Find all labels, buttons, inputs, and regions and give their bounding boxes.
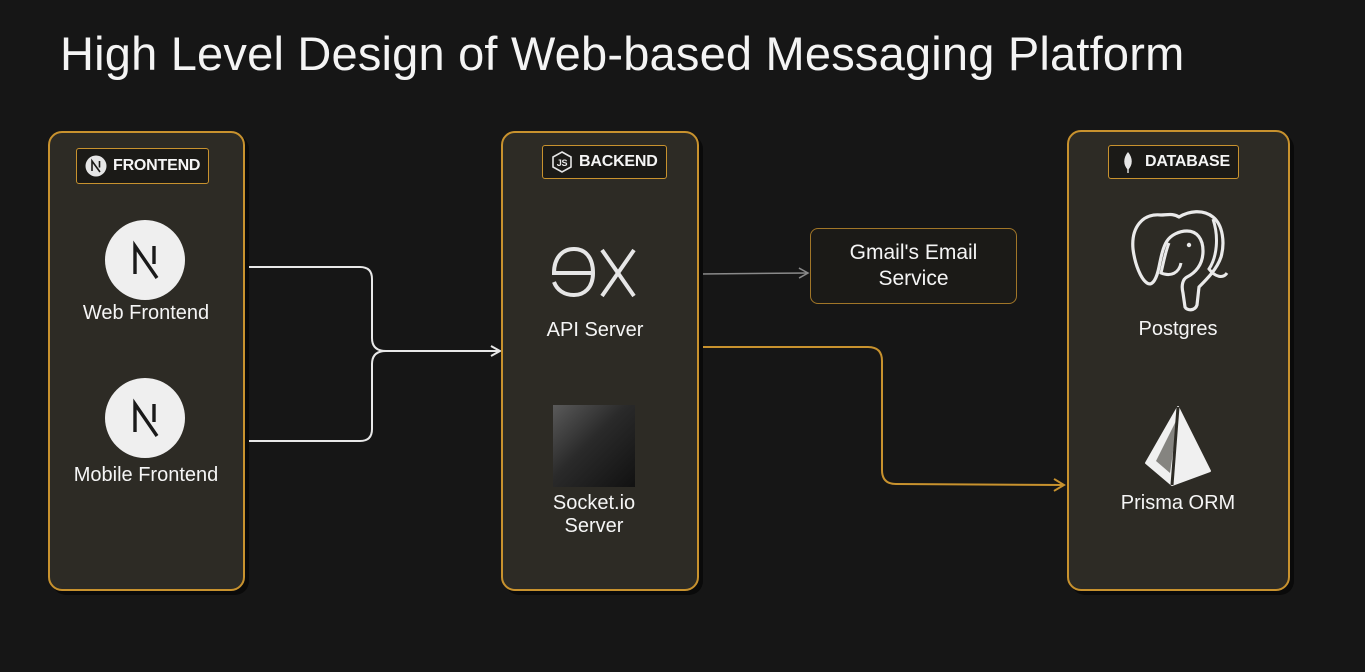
database-badge-label: DATABASE [1145,153,1230,170]
nodejs-icon: JS [551,151,573,173]
web-to-api-connector [246,266,500,351]
backend-panel [501,131,699,591]
svg-text:JS: JS [557,158,568,168]
email-service-line1: Gmail's Email [849,241,978,264]
frontend-badge: FRONTEND [76,148,210,184]
frontend-badge-label: FRONTEND [113,157,201,174]
api-to-email-connector [699,267,810,279]
database-panel [1067,130,1290,591]
web-frontend-label: Web Frontend [82,302,210,324]
express-logo-icon [548,232,640,302]
database-badge: DATABASE [1108,145,1239,179]
socketio-label: Socket.io Server [553,492,635,538]
socketio-label-line1: Socket.io [552,492,636,514]
mobile-frontend-label: Mobile Frontend [73,464,219,486]
nextjs-icon [85,155,107,177]
email-service-box: Gmail's Email Service [810,228,1017,304]
email-service-line2: Service [878,267,949,290]
mongodb-leaf-icon [1117,151,1139,173]
api-to-prisma-connector [700,346,1066,492]
nextjs-logo-icon [105,220,185,300]
mobile-to-api-connector [246,350,387,442]
prisma-icon [1142,405,1214,487]
prisma-label: Prisma ORM [1120,492,1236,514]
nextjs-logo-icon [105,378,185,458]
api-server-label: API Server [546,319,644,341]
postgres-elephant-icon [1127,207,1231,313]
frontend-panel [48,131,245,591]
backend-badge: JS BACKEND [542,145,667,179]
diagram-title: High Level Design of Web-based Messaging… [60,27,1185,80]
postgres-label: Postgres [1138,318,1218,340]
backend-badge-label: BACKEND [579,153,658,170]
socketio-logo-icon [553,405,635,487]
socketio-label-line2: Server [564,515,624,537]
